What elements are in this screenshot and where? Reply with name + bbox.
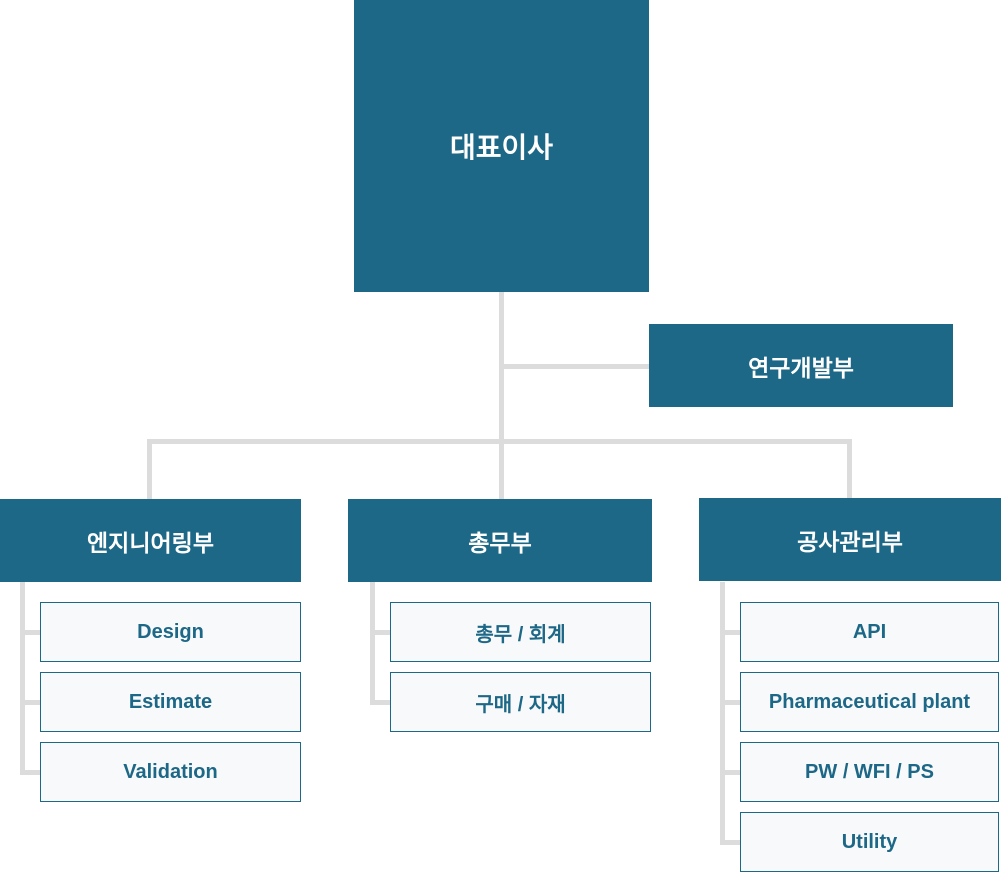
sub-box-validation: Validation	[40, 742, 301, 802]
connector-stub-design	[20, 630, 40, 635]
sub-label-validation: Validation	[123, 760, 218, 783]
sub-label-purchasing-materials: 구매 / 자재	[475, 693, 566, 716]
connector-stub-accounting	[370, 630, 390, 635]
dept-label-construction-management: 공사관리부	[797, 528, 903, 555]
sub-label-pw-wfi-ps: PW / WFI / PS	[805, 760, 934, 783]
sub-label-estimate: Estimate	[128, 690, 213, 713]
connector-construction-children-vertical	[720, 582, 725, 845]
connector-stub-estimate	[20, 700, 40, 705]
connector-stub-pw-wfi-ps	[720, 770, 740, 775]
connector-engineering-vertical	[147, 441, 152, 500]
dept-box-general-affairs: 총무부	[348, 499, 652, 582]
connector-ceo-vertical	[499, 292, 504, 500]
connector-stub-purchasing	[370, 700, 390, 705]
sub-label-utility: Utility	[841, 830, 898, 853]
sub-label-general-affairs-accounting: 총무 / 회계	[475, 623, 566, 646]
connector-construction-vertical	[847, 441, 852, 499]
dept-label-general-affairs: 총무부	[468, 529, 532, 556]
connector-stub-pharma-plant	[720, 700, 740, 705]
sub-box-pharmaceutical-plant: Pharmaceutical plant	[740, 672, 999, 732]
connector-engineering-children-vertical	[20, 582, 25, 775]
rnd-department-box: 연구개발부	[649, 324, 953, 407]
sub-label-api: API	[852, 620, 887, 643]
dept-box-engineering: 엔지니어링부	[0, 499, 301, 582]
connector-general-affairs-children-vertical	[370, 582, 375, 705]
sub-box-general-affairs-accounting: 총무 / 회계	[390, 602, 651, 662]
sub-box-purchasing-materials: 구매 / 자재	[390, 672, 651, 732]
sub-box-pw-wfi-ps: PW / WFI / PS	[740, 742, 999, 802]
sub-label-pharmaceutical-plant: Pharmaceutical plant	[768, 690, 971, 713]
sub-box-design: Design	[40, 602, 301, 662]
sub-box-utility: Utility	[740, 812, 999, 872]
sub-box-api: API	[740, 602, 999, 662]
dept-label-engineering: 엔지니어링부	[87, 529, 214, 556]
connector-stub-utility	[720, 840, 740, 845]
sub-box-estimate: Estimate	[40, 672, 301, 732]
sub-label-design: Design	[137, 620, 204, 643]
ceo-box: 대표이사	[354, 0, 649, 292]
connector-stub-api	[720, 630, 740, 635]
connector-rnd-branch	[501, 364, 649, 369]
rnd-department-label: 연구개발부	[748, 354, 854, 381]
connector-stub-validation	[20, 770, 40, 775]
ceo-label: 대표이사	[449, 132, 554, 163]
connector-departments-horizontal	[147, 439, 852, 444]
dept-box-construction-management: 공사관리부	[699, 498, 1001, 581]
